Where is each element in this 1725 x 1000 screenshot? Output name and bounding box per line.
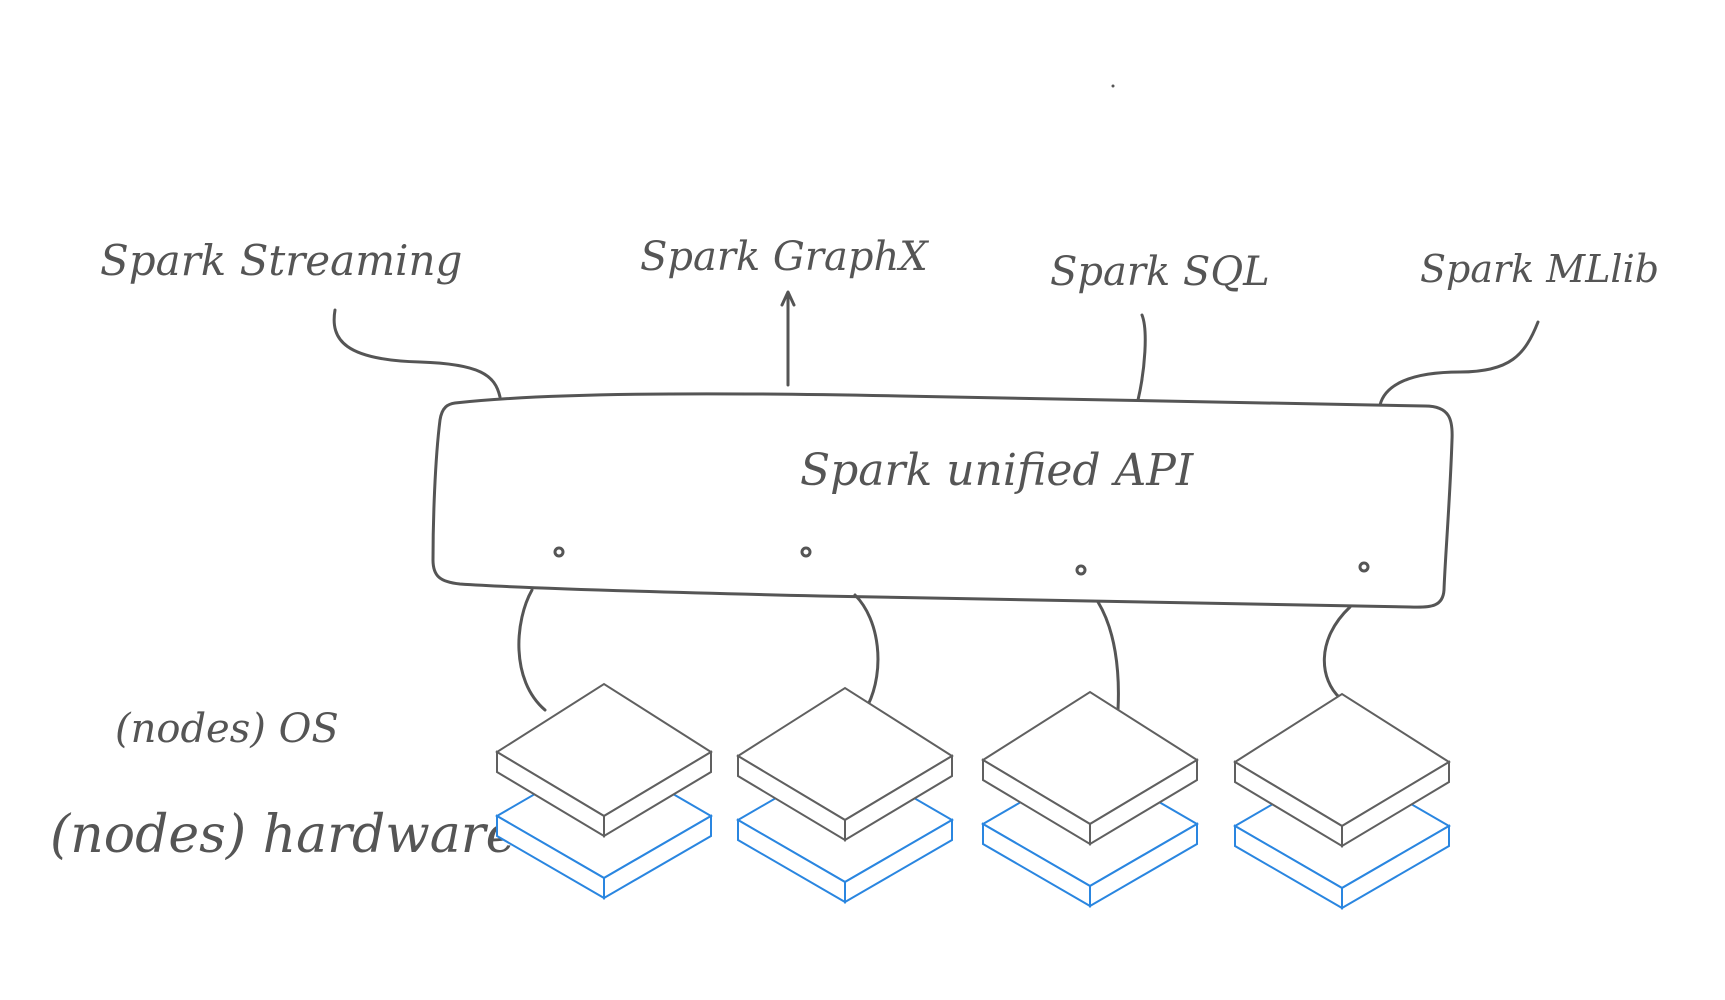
os-slab bbox=[981, 690, 1199, 846]
node-stack bbox=[1233, 692, 1451, 910]
hardware-layer-label: (nodes) hardware bbox=[50, 805, 516, 865]
stray-dot bbox=[1111, 84, 1115, 88]
os-slab bbox=[736, 686, 954, 842]
api-box-label: Spark unified API bbox=[800, 445, 1195, 496]
module-label-mllib: Spark MLlib bbox=[1420, 247, 1659, 291]
connector-sql bbox=[1136, 313, 1147, 402]
node-stack bbox=[981, 690, 1199, 908]
module-label-graphx: Spark GraphX bbox=[640, 234, 929, 280]
connector-streaming bbox=[332, 308, 502, 399]
connector-node-1 bbox=[517, 588, 547, 712]
api-port-dot bbox=[1075, 564, 1087, 576]
api-port-dot bbox=[800, 546, 812, 558]
api-port-dot bbox=[553, 546, 565, 558]
os-slab bbox=[1233, 692, 1451, 848]
node-stack bbox=[736, 686, 954, 904]
api-box bbox=[431, 392, 1454, 609]
connector-node-3 bbox=[1096, 600, 1120, 712]
module-label-sql: Spark SQL bbox=[1050, 249, 1270, 295]
api-port-dot bbox=[1358, 561, 1370, 573]
connector-node-4 bbox=[1322, 605, 1352, 700]
node-stack bbox=[495, 682, 713, 900]
module-label-streaming: Spark Streaming bbox=[100, 236, 462, 285]
connector-mllib bbox=[1378, 320, 1540, 407]
connector-node-2 bbox=[853, 593, 880, 707]
os-layer-label: (nodes) OS bbox=[115, 706, 339, 752]
os-slab bbox=[495, 682, 713, 838]
connector-graphx bbox=[780, 290, 796, 387]
